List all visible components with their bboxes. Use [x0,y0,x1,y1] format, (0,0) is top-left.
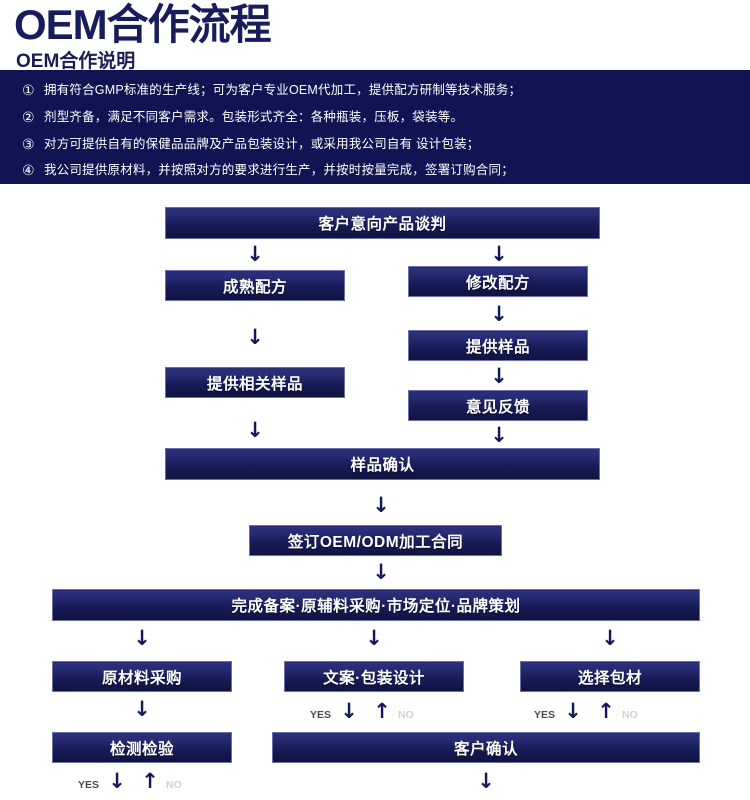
arrow-down-icon: ↓ [490,422,508,447]
yes-label: YES [78,779,100,791]
cooperation-notes-banner: ① 拥有符合GMP标准的生产线；可为客户专业OEM代加工，提供配方研制等技术服务… [0,70,750,184]
arrow-down-icon: ↓ [490,241,508,266]
flow-box-sample-confirm: 样品确认 [165,448,600,480]
arrow-down-icon: ↓ [564,698,582,723]
flow-box-filing-bar: 完成备案·原辅料采购·市场定位·品牌策划 [52,589,700,621]
arrow-down-icon: ↓ [490,363,508,388]
page-title: OEM合作流程 [14,1,272,48]
arrow-down-icon: ↓ [365,625,383,650]
flow-box-copy-package-design: 文案·包装设计 [284,661,464,692]
flow-box-negotiation: 客户意向产品谈判 [165,207,600,239]
arrow-down-icon: ↓ [133,696,151,721]
arrow-down-icon: ↓ [246,324,264,349]
flow-box-raw-material-purchase: 原材料采购 [52,661,232,692]
flow-box-feedback: 意见反馈 [408,390,588,421]
note-number-icon: ① [22,82,35,98]
page-subtitle: OEM合作说明 [16,51,136,72]
flow-box-sign-contract: 签订OEM/ODM加工合同 [249,525,502,556]
note-text: 拥有符合GMP标准的生产线；可为客户专业OEM代加工，提供配方研制等技术服务； [44,83,522,97]
arrow-down-icon: ↓ [601,625,619,650]
flow-box-modify-formula: 修改配方 [408,266,588,297]
flow-box-customer-confirm: 客户确认 [272,732,700,763]
note-text: 剂型齐备，满足不同客户需求。包装形式齐全：各种瓶装，压板，袋装等。 [44,110,464,124]
note-item: ② 剂型齐备，满足不同客户需求。包装形式齐全：各种瓶装，压板，袋装等。 [22,106,463,128]
arrow-down-icon: ↓ [246,241,264,266]
arrow-down-icon: ↓ [372,492,390,517]
arrow-down-icon: ↓ [133,625,151,650]
arrow-up-icon: ↑ [141,768,159,793]
arrow-down-icon: ↓ [372,559,390,584]
note-item: ④ 我公司提供原材料，并按照对方的要求进行生产，并按时按量完成，签署订购合同； [22,159,514,181]
note-item: ① 拥有符合GMP标准的生产线；可为客户专业OEM代加工，提供配方研制等技术服务… [22,79,521,101]
arrow-down-icon: ↓ [490,301,508,326]
arrow-down-icon: ↓ [477,768,495,793]
arrow-up-icon: ↑ [373,698,391,723]
note-text: 对方可提供自有的保健品品牌及产品包装设计，或采用我公司自有 设计包装； [44,137,480,151]
no-label: NO [166,779,182,791]
arrow-down-icon: ↓ [108,768,126,793]
note-item: ③ 对方可提供自有的保健品品牌及产品包装设计，或采用我公司自有 设计包装； [22,133,479,155]
flow-box-provide-related-samples: 提供相关样品 [165,367,345,398]
note-number-icon: ② [22,109,35,125]
note-number-icon: ④ [22,162,35,178]
arrow-down-icon: ↓ [340,698,358,723]
no-label: NO [622,709,638,721]
no-label: NO [398,709,414,721]
flow-box-mature-formula: 成熟配方 [165,270,345,301]
arrow-down-icon: ↓ [246,417,264,442]
flow-box-inspection: 检测检验 [52,732,232,763]
flow-box-provide-sample: 提供样品 [408,330,588,361]
flow-box-select-packaging: 选择包材 [520,661,700,692]
yes-label: YES [310,709,332,721]
yes-label: YES [534,709,556,721]
note-number-icon: ③ [22,136,35,152]
note-text: 我公司提供原材料，并按照对方的要求进行生产，并按时按量完成，签署订购合同； [44,163,514,177]
arrow-up-icon: ↑ [597,698,615,723]
